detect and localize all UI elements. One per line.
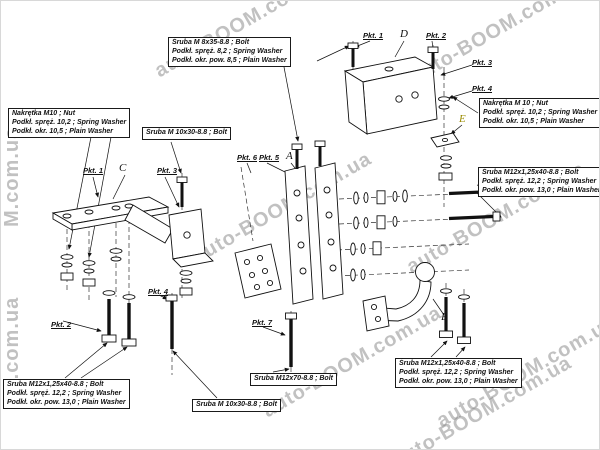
left-fasteners (60, 248, 193, 349)
leader-lines (62, 40, 502, 399)
point-label-pkt3-left: Pkt. 3 (157, 166, 178, 175)
callout-bolt-m10x30-bottom: Śruba M 10x30-8.8 ; Bolt (192, 399, 281, 412)
point-label-pkt5: Pkt. 5 (259, 153, 280, 162)
side-bracket-left (168, 176, 214, 268)
main-body-plates (284, 140, 344, 305)
callout-nut-m10-right: Nakrętka M 10 ; Nut Podkł. spręż. 10,2 ;… (479, 98, 599, 129)
rear-bolts (439, 288, 471, 344)
callout-line: Podkł. okr. 10,5 ; Plain Washer (483, 117, 585, 125)
tow-ball (362, 262, 435, 332)
callout-bolt-m12x70: Śruba M12x70-8.8 ; Bolt (250, 373, 337, 386)
callout-line: Śruba M12x1,25x40-8.8 ; Bolt (482, 169, 579, 176)
callout-line: Podkł. spręż. 12,2 ; Spring Washer (7, 389, 122, 397)
callout-bolt-m10x30-left: Śruba M 10x30-8.8 ; Bolt (142, 127, 231, 140)
callout-nut-m10-left: Nakrętka M10 ; Nut Podkł. spręż. 10,2 ; … (8, 108, 131, 139)
perforated-plate (234, 243, 282, 299)
point-label-pkt7: Pkt. 7 (252, 318, 273, 327)
callout-line: Śruba M12x1,25x40-8.8 ; Bolt (399, 360, 496, 367)
callout-bolt-m12x40-bottom-left: Śruba M12x1,25x40-8.8 ; Bolt Podkł. sprę… (3, 379, 130, 410)
callout-line: Podkł. okr. pow. 13,0 ; Plain Washer (399, 377, 518, 385)
part-label-d: D (400, 28, 408, 40)
callout-bolt-m8x35: Śruba M 8x35-8.8 ; Bolt Podkł. spręż. 8,… (168, 37, 291, 68)
point-label-pkt4-right: Pkt. 4 (472, 84, 493, 93)
point-label-pkt1-top: Pkt. 1 (363, 31, 384, 40)
callout-line: Podkł. spręż. 10,2 ; Spring Washer (12, 118, 127, 126)
callout-line: Śruba M 10x30-8.8 ; Bolt (196, 401, 277, 408)
spacer-plate (430, 132, 460, 181)
callout-line: Podkł. okr. pow. 13,0 ; Plain Washer (482, 186, 600, 194)
callout-line: Podkł. spręż. 10,2 ; Spring Washer (483, 108, 598, 116)
part-label-e: E (459, 113, 466, 125)
point-label-pkt1-left: Pkt. 1 (83, 166, 104, 175)
point-label-pkt6: Pkt. 6 (237, 153, 258, 162)
callout-bolt-m12x40-bottom-right: Śruba M12x1,25x40-8.8 ; Bolt Podkł. sprę… (395, 358, 522, 389)
callout-bolt-m12x40-right: Śruba M12x1,25x40-8.8 ; Bolt Podkł. sprę… (478, 167, 600, 198)
point-label-pkt2-top: Pkt. 2 (426, 31, 447, 40)
callout-line: Śruba M 8x35-8.8 ; Bolt (172, 39, 250, 46)
callout-line: Śruba M 10x30-8.8 ; Bolt (146, 129, 227, 136)
point-label-pkt3-right: Pkt. 3 (472, 58, 493, 67)
callout-line: Śruba M12x1,25x40-8.8 ; Bolt (7, 381, 104, 388)
point-label-pkt4-left: Pkt. 4 (148, 287, 169, 296)
callout-line: Podkł. spręż. 8,2 ; Spring Washer (172, 47, 283, 55)
upper-bracket (343, 42, 450, 135)
part-label-b: B (441, 311, 448, 323)
callout-line: Nakrętka M 10 ; Nut (483, 100, 548, 107)
part-label-a: A (286, 150, 293, 162)
crossmember-plate (51, 196, 174, 244)
callout-line: Nakrętka M10 ; Nut (12, 110, 76, 117)
part-label-c: C (119, 162, 127, 174)
callout-line: Podkł. okr. pow. 8,5 ; Plain Washer (172, 56, 287, 64)
center-hardware (285, 186, 501, 367)
callout-line: Podkł. spręż. 12,2 ; Spring Washer (399, 368, 514, 376)
callout-line: Podkł. okr. 10,5 ; Plain Washer (12, 127, 114, 135)
callout-line: Śruba M12x70-8.8 ; Bolt (254, 375, 333, 382)
callout-line: Podkł. spręż. 12,2 ; Spring Washer (482, 177, 597, 185)
point-label-pkt2-left: Pkt. 2 (51, 320, 72, 329)
callout-line: Podkł. okr. pow. 13,0 ; Plain Washer (7, 398, 126, 406)
